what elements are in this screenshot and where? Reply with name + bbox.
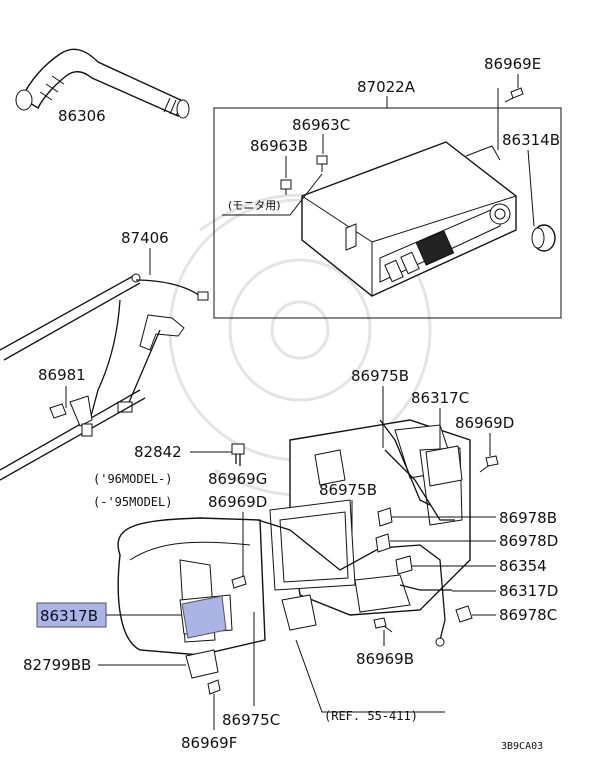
screw-86969D-right xyxy=(479,455,499,473)
callout-86978B: 86978B xyxy=(499,509,557,527)
callout-86978C: 86978C xyxy=(499,606,557,624)
callout-86978D: 86978D xyxy=(499,532,558,550)
wiring-harness-87406 xyxy=(0,273,209,481)
callout-86975C: 86975C xyxy=(222,711,280,729)
clip-86981 xyxy=(49,395,93,437)
callout-86969E: 86969E xyxy=(484,55,541,73)
screw-86963B xyxy=(280,179,292,195)
callout-86981: 86981 xyxy=(38,366,86,384)
connector-82842 xyxy=(231,443,245,466)
callout-86975B-upper: 86975B xyxy=(351,367,409,385)
ac-control-unit xyxy=(301,141,517,297)
callout-86317D: 86317D xyxy=(499,582,558,600)
callout-86314B: 86314B xyxy=(502,131,560,149)
callout-87406: 87406 xyxy=(121,229,169,247)
callout-82842: 82842 xyxy=(134,443,182,461)
screw-86969F xyxy=(207,679,221,702)
knob-86314B xyxy=(531,224,556,252)
note-96-model: ('96MODEL-) xyxy=(93,472,172,486)
screw-86969G xyxy=(231,575,247,589)
screw-86969E xyxy=(504,87,524,103)
callout-86969F: 86969F xyxy=(181,734,237,752)
callout-86975B-lower: 86975B xyxy=(319,481,377,499)
duct-hose xyxy=(15,48,190,119)
callout-86306: 86306 xyxy=(58,107,106,125)
bracket-82799BB xyxy=(185,649,219,679)
diagram-code: 3B9CA03 xyxy=(501,741,543,752)
callout-82799BB: 82799BB xyxy=(23,656,91,674)
leader-86314B xyxy=(527,149,535,227)
leader-monitor-use xyxy=(222,173,323,216)
leader-reference xyxy=(295,639,445,713)
screw-86969B xyxy=(373,617,393,633)
callout-86317C: 86317C xyxy=(411,389,469,407)
note-95-model: (-'95MODEL) xyxy=(93,495,172,509)
blower-motor-86317B xyxy=(181,595,227,639)
actuator-86317C xyxy=(425,445,463,487)
callout-86969B: 86969B xyxy=(356,650,414,668)
screw-86963C xyxy=(316,155,328,172)
unit-wiring xyxy=(257,419,473,647)
callout-86963C: 86963C xyxy=(292,116,350,134)
callout-86317B: 86317B xyxy=(40,607,98,625)
callout-86969D-left: 86969D xyxy=(208,493,267,511)
callout-86969D-right: 86969D xyxy=(455,414,514,432)
note-monitor-use: (モニタ用) xyxy=(228,199,281,212)
callout-86354: 86354 xyxy=(499,557,547,575)
callout-86969G: 86969G xyxy=(208,470,267,488)
callout-86963B: 86963B xyxy=(250,137,308,155)
callout-87022A: 87022A xyxy=(357,78,416,96)
note-reference: (REF. 55-411) xyxy=(324,709,418,723)
